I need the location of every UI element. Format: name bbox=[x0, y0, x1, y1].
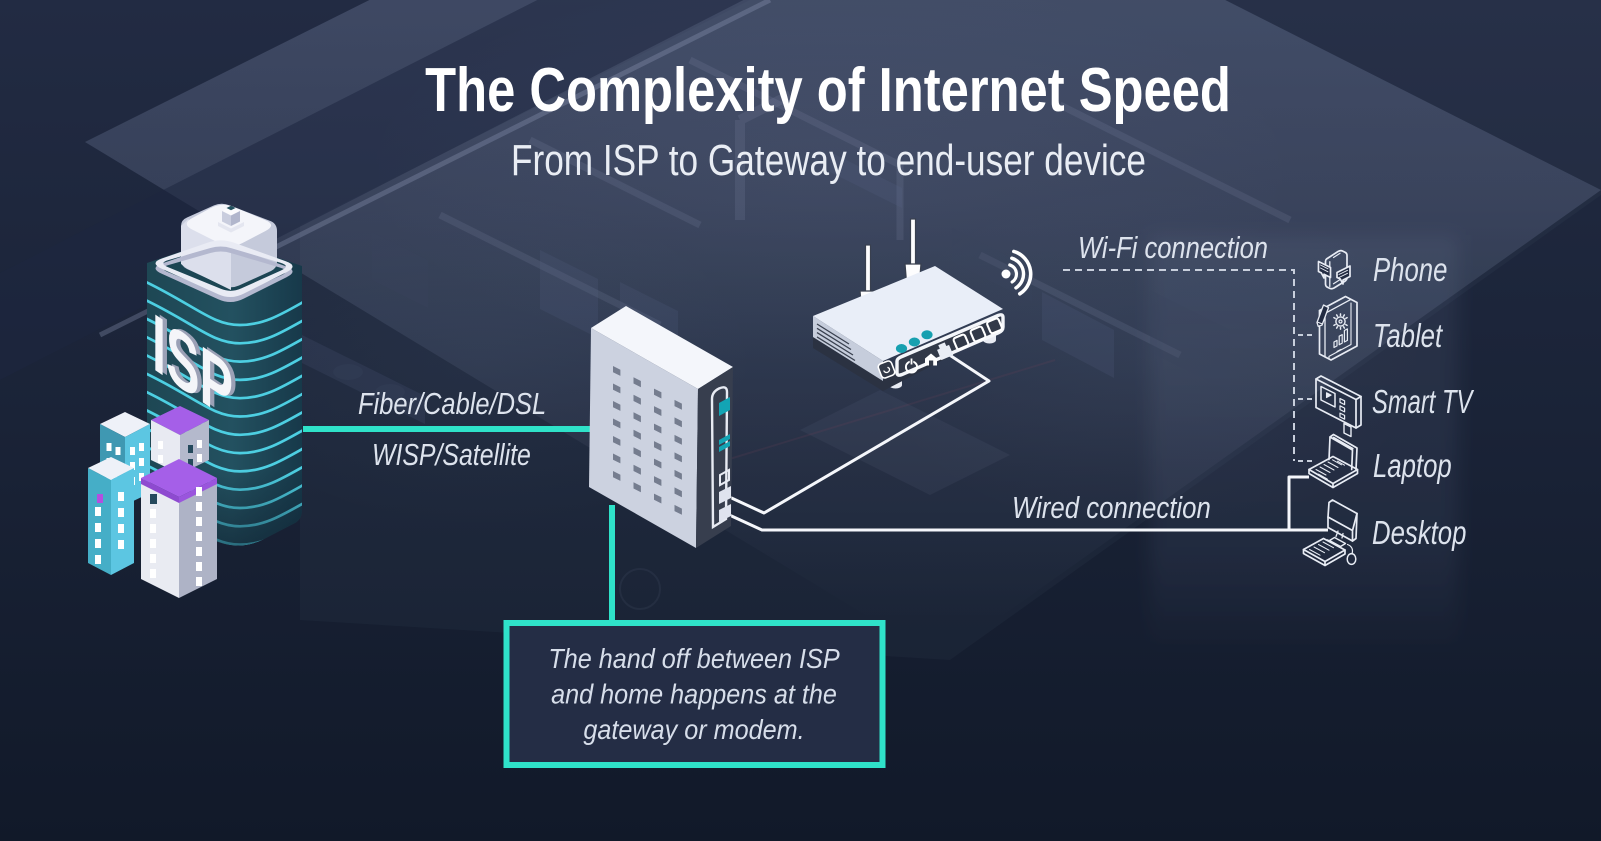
svg-text:gateway or modem.: gateway or modem. bbox=[583, 714, 804, 746]
svg-text:Phone: Phone bbox=[1373, 252, 1447, 289]
svg-text:Smart TV: Smart TV bbox=[1372, 384, 1475, 421]
svg-text:Wired connection: Wired connection bbox=[1012, 490, 1211, 525]
svg-text:Tablet: Tablet bbox=[1373, 318, 1444, 355]
svg-text:Wi-Fi connection: Wi-Fi connection bbox=[1078, 231, 1268, 265]
svg-text:Fiber/Cable/DSL: Fiber/Cable/DSL bbox=[358, 387, 546, 421]
svg-text:The hand off between ISP: The hand off between ISP bbox=[548, 643, 839, 675]
svg-text:From ISP to Gateway to end-use: From ISP to Gateway to end-user device bbox=[511, 136, 1146, 185]
svg-text:Laptop: Laptop bbox=[1373, 448, 1452, 485]
svg-text:WISP/Satellite: WISP/Satellite bbox=[372, 438, 531, 472]
svg-text:and home happens at the: and home happens at the bbox=[551, 678, 837, 710]
svg-text:Desktop: Desktop bbox=[1372, 515, 1466, 552]
svg-text:The Complexity of Internet Spe: The Complexity of Internet Speed bbox=[425, 56, 1231, 125]
